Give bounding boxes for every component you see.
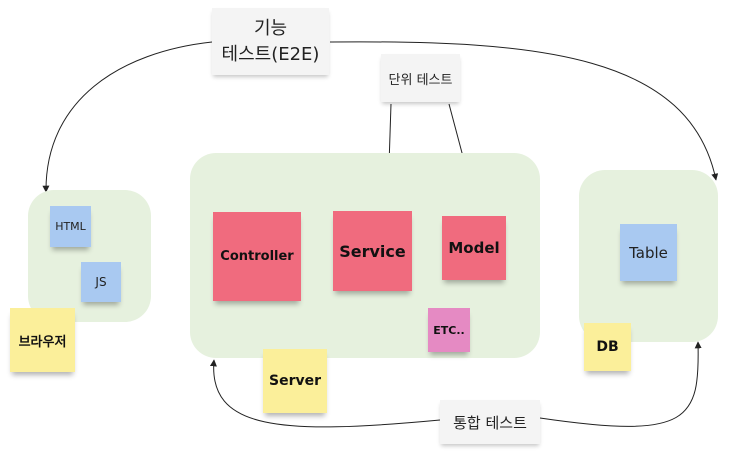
arrow-e2e-to-db	[329, 41, 719, 181]
e2e-test-label: 기능 테스트(E2E)	[212, 8, 329, 75]
browser-note-text: 브라우저	[18, 334, 67, 350]
integration-test-label-text: 통합 테스트	[453, 413, 527, 432]
etc-note-text: ETC..	[433, 323, 465, 337]
etc-note: ETC..	[428, 308, 470, 352]
controller-note: Controller	[213, 212, 301, 301]
db-note: DB	[584, 323, 631, 371]
js-note-text: JS	[95, 275, 107, 289]
arrow-e2e-to-browser	[42, 41, 213, 193]
unit-test-label-text: 단위 테스트	[388, 72, 453, 88]
arrow-integration-to-server	[209, 359, 441, 428]
controller-note-text: Controller	[220, 249, 294, 264]
unit-test-label: 단위 테스트	[381, 54, 460, 102]
js-note: JS	[81, 262, 121, 302]
service-note: Service	[333, 211, 412, 291]
model-note-text: Model	[448, 239, 500, 257]
server-note-text: Server	[268, 373, 321, 389]
integration-test-label: 통합 테스트	[440, 400, 540, 444]
browser-note: 브라우저	[10, 308, 75, 372]
table-note: Table	[620, 224, 677, 281]
service-note-text: Service	[339, 241, 406, 261]
e2e-test-label-line1: 기능	[253, 17, 288, 39]
model-note: Model	[442, 216, 506, 280]
db-note-text: DB	[596, 339, 619, 355]
e2e-test-label-line2: 테스트(E2E)	[221, 43, 320, 65]
html-note: HTML	[50, 206, 91, 247]
html-note-text: HTML	[55, 220, 86, 233]
arrow-integration-to-db	[539, 341, 702, 427]
table-note-text: Table	[629, 243, 668, 262]
server-note: Server	[263, 349, 327, 413]
